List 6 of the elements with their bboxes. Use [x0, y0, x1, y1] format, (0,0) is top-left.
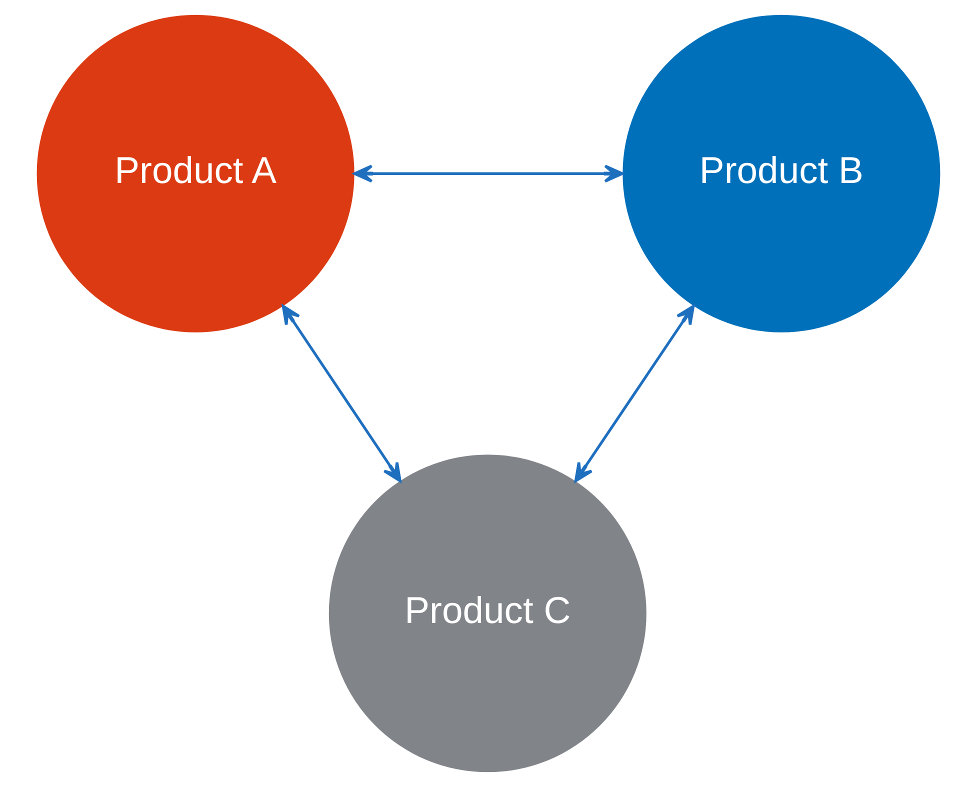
node-circle: Product B — [622, 14, 940, 332]
node-circle: Product C — [328, 454, 646, 772]
arrow — [281, 304, 401, 482]
arrow — [352, 164, 624, 183]
node-circle: Product A — [36, 14, 354, 332]
arrow — [574, 304, 694, 482]
